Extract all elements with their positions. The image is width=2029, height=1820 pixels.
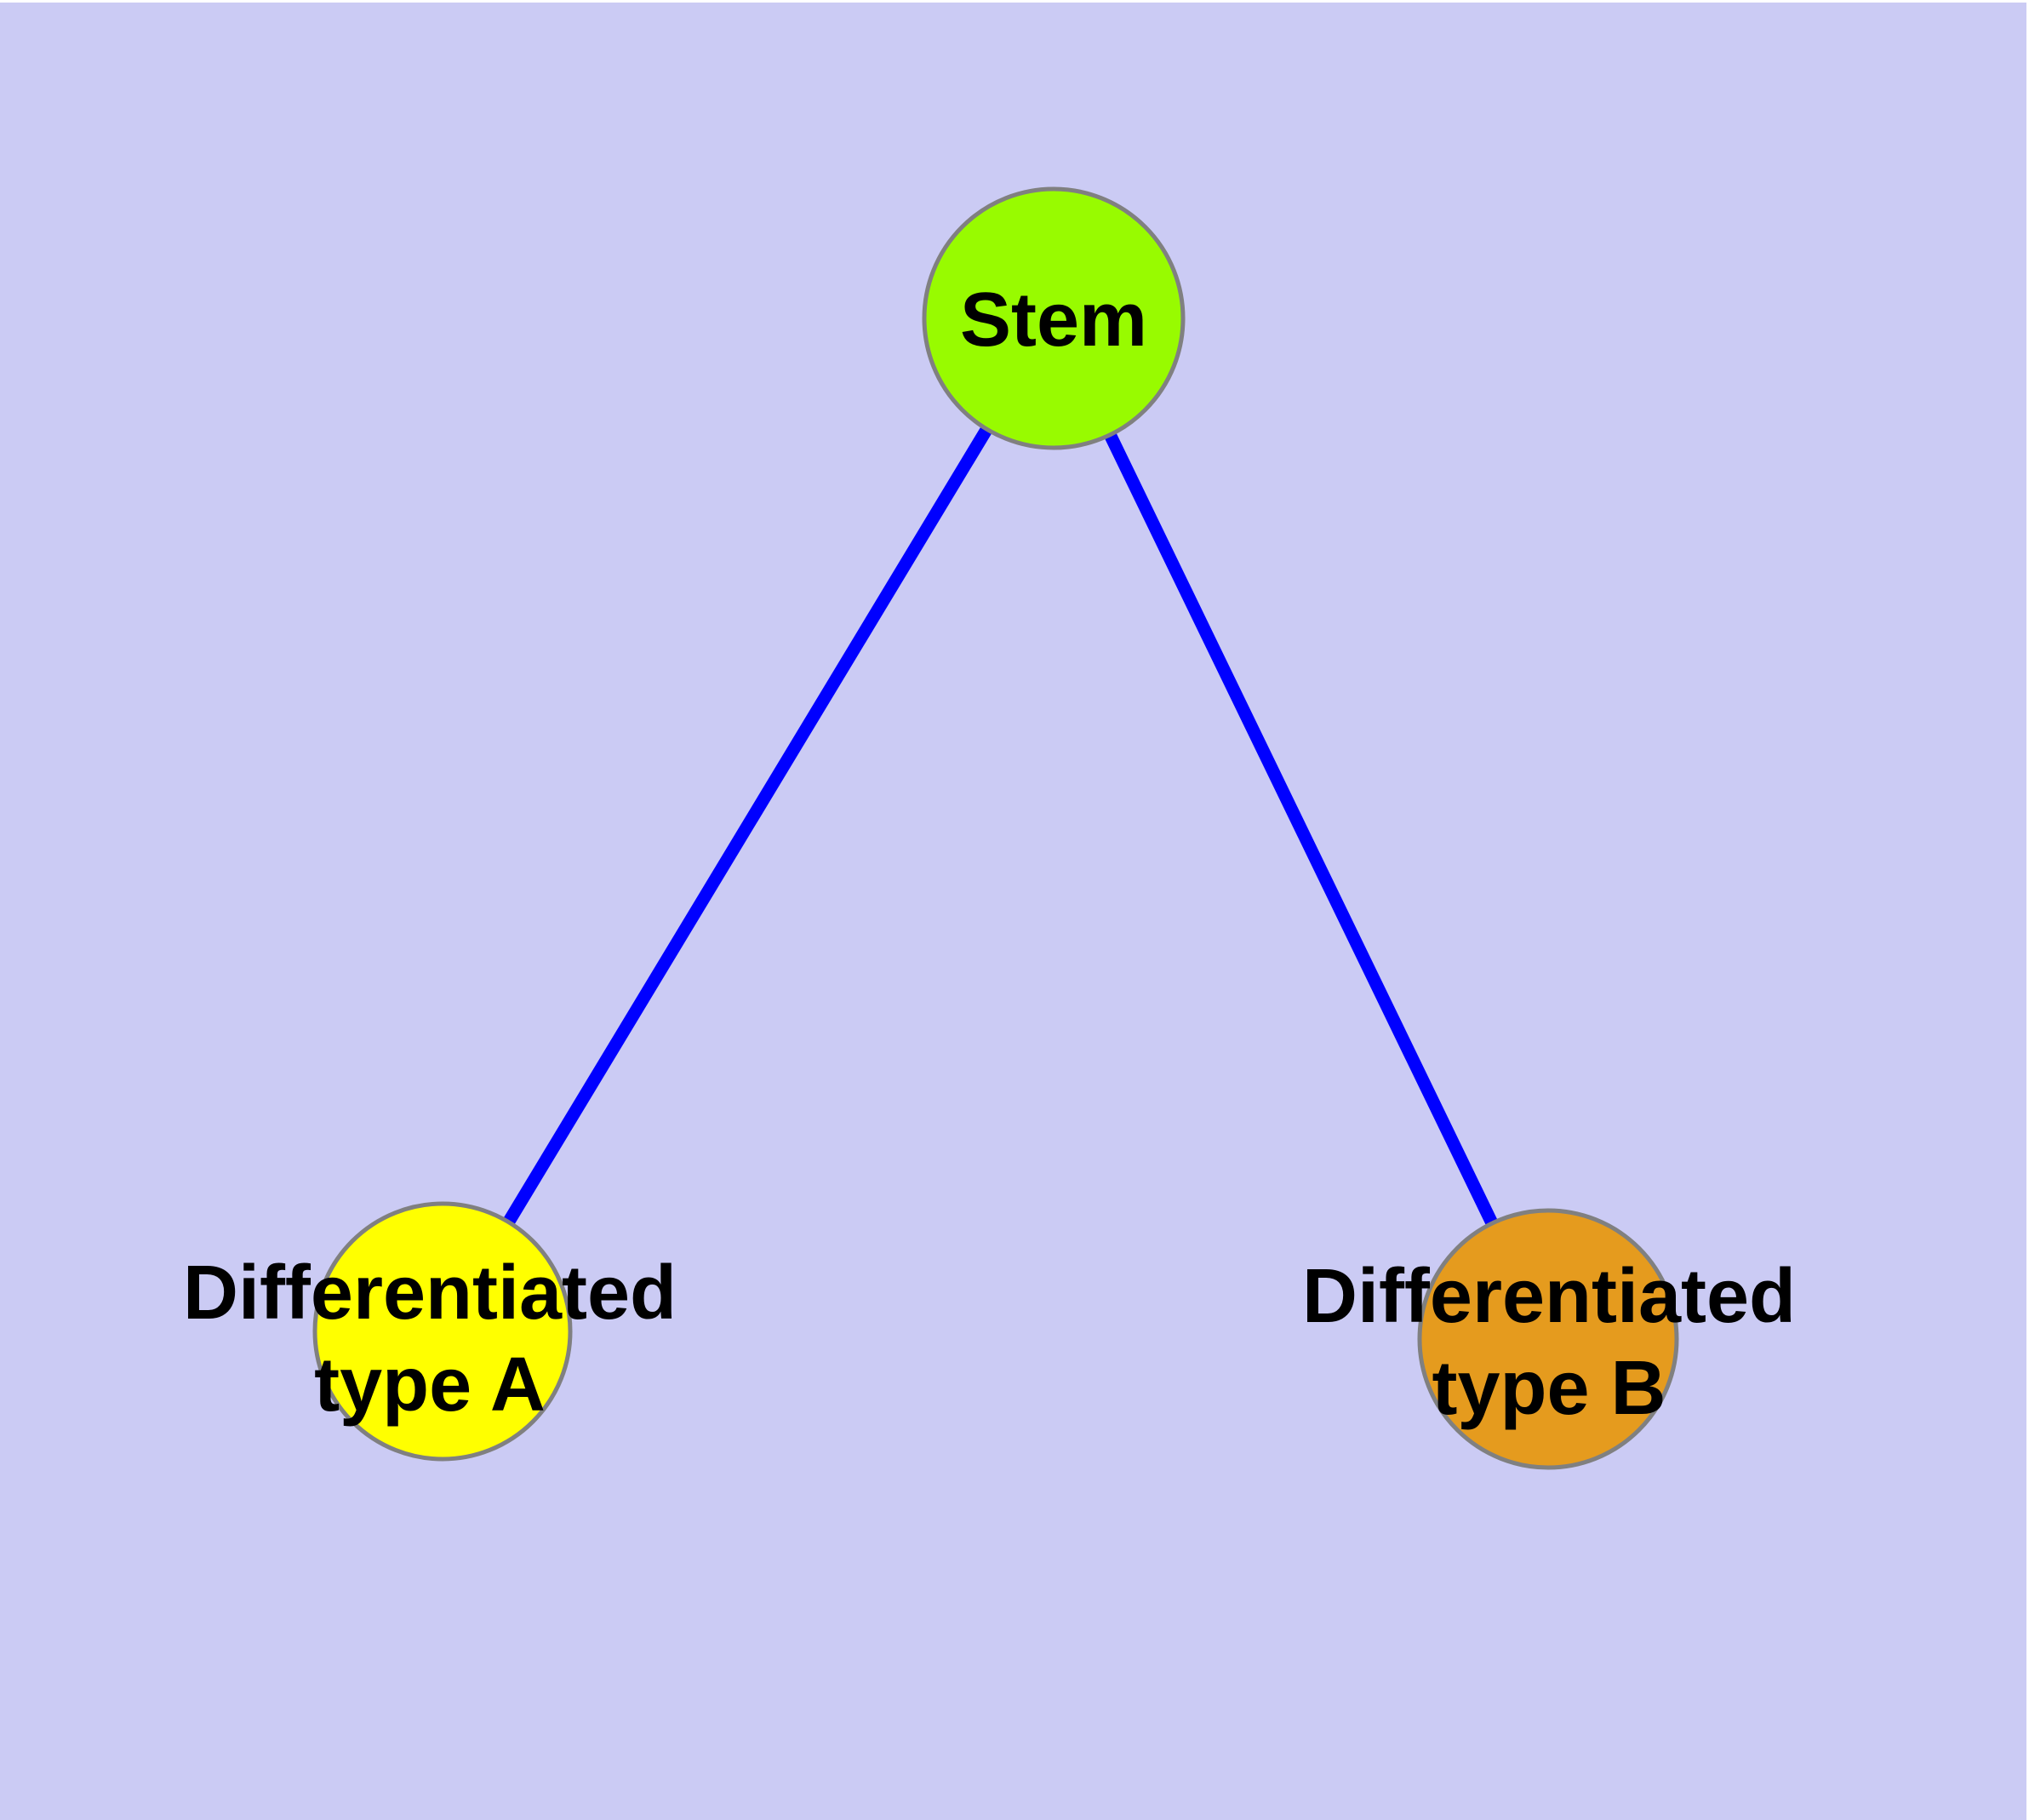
node-type-a-label-line1: Differentiated [183, 1251, 677, 1336]
node-group-type-a: Differentiated type A [183, 1201, 677, 1462]
node-type-b-label-line1: Differentiated [1302, 1254, 1796, 1339]
node-type-a-label-line2: type A [314, 1342, 546, 1428]
node-type-b [1417, 1208, 1679, 1470]
node-type-a [312, 1201, 573, 1462]
node-type-b-label-line2: type B [1432, 1346, 1666, 1431]
node-stem-label: Stem [960, 278, 1147, 363]
node-group-stem: Stem [922, 186, 1186, 450]
node-group-type-b: Differentiated type B [1302, 1208, 1796, 1470]
edge-stem-to-type-a [437, 315, 1060, 1335]
node-stem [922, 186, 1186, 450]
edge-stem-to-type-b [1048, 315, 1554, 1342]
